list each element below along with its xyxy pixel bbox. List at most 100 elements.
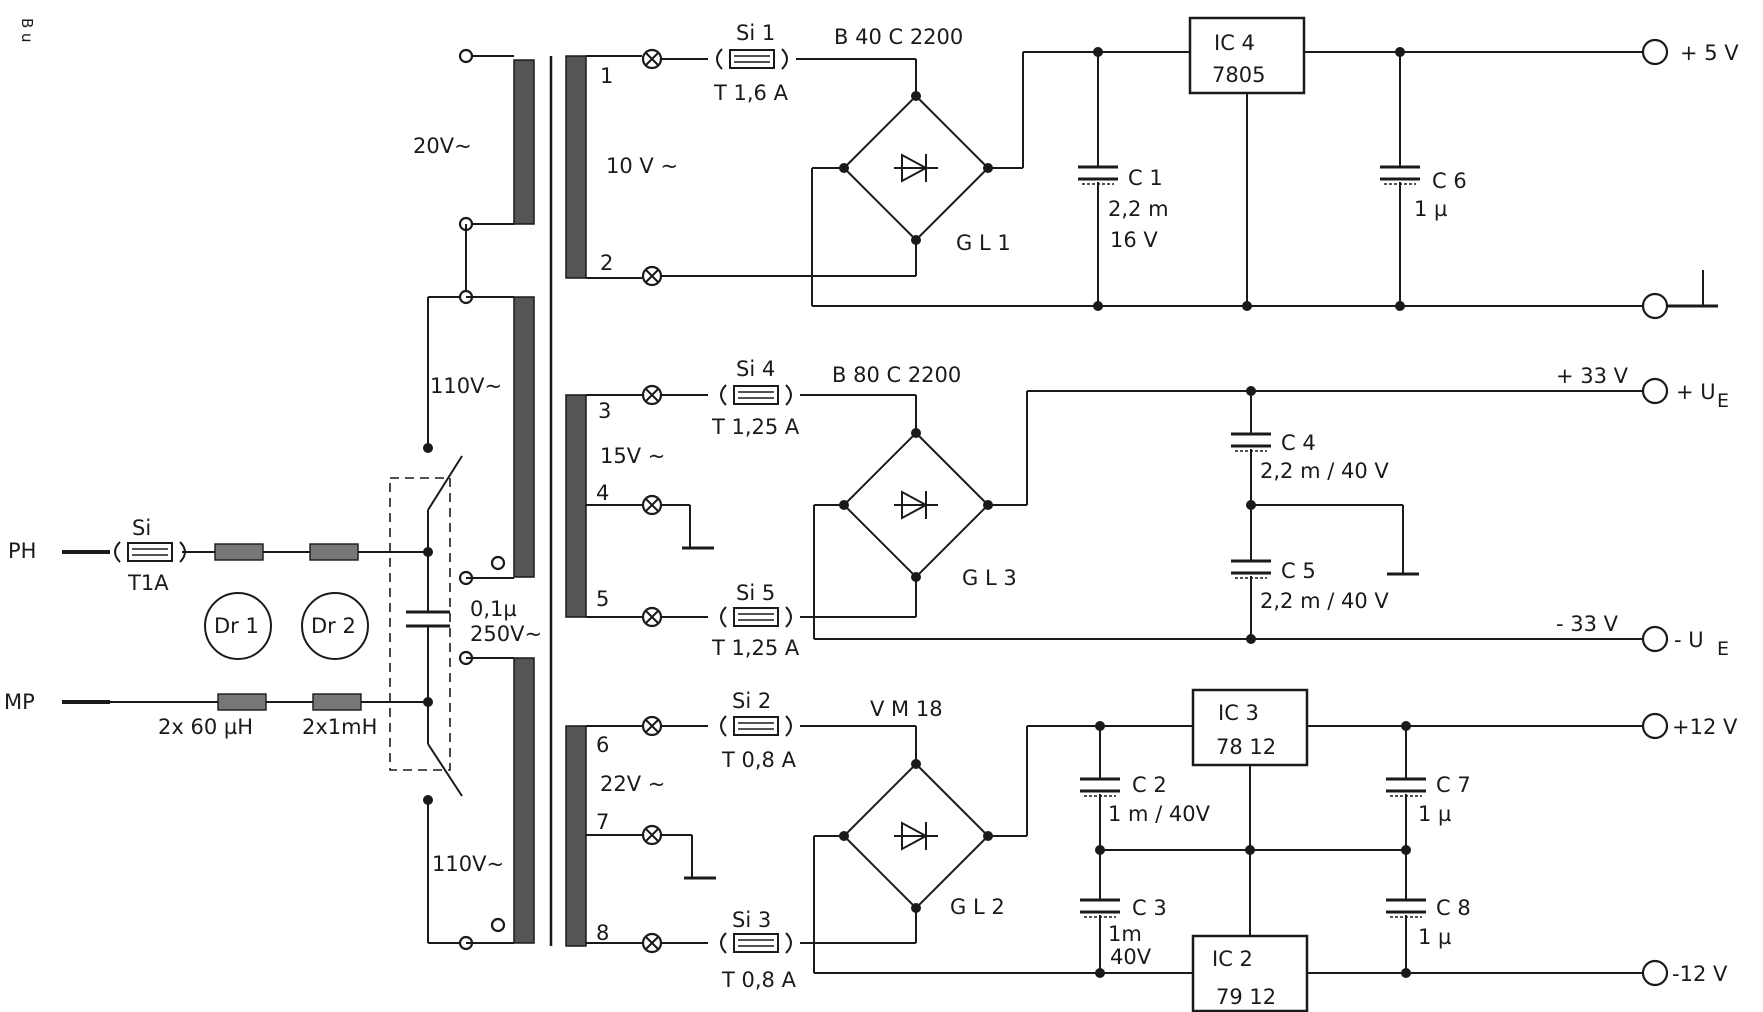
capacitor-c3-value: 1m	[1108, 922, 1142, 946]
capacitor-c6	[1378, 165, 1422, 186]
terminal-minus12v	[1641, 959, 1669, 987]
primary-winding-110v-top	[513, 296, 535, 578]
fuse-si4-label: Si 4	[736, 357, 775, 381]
pin-8: 8	[596, 921, 609, 945]
output-plus5v-label: + 5 V	[1680, 41, 1739, 65]
pin-1: 1	[600, 64, 613, 88]
capacitor-c3-voltage: 40V	[1110, 945, 1152, 969]
rectifier-gl3-type: B 80 C 2200	[832, 363, 961, 387]
capacitor-c6-name: C 6	[1432, 169, 1467, 193]
regulator-ic3-name: IC 3	[1218, 701, 1259, 725]
regulator-ic3	[1191, 688, 1309, 767]
pin-2: 2	[600, 251, 613, 275]
fuse-si3-rating: T 0,8 A	[721, 968, 797, 992]
capacitor-c3-name: C 3	[1132, 896, 1167, 920]
capacitor-c2	[1078, 777, 1122, 798]
capacitor-c4-name: C 4	[1281, 431, 1316, 455]
switch-contact-upper	[427, 455, 463, 511]
choke-dr2-neutral	[312, 693, 362, 711]
capacitor-c1-value: 2,2 m	[1108, 197, 1169, 221]
winding-110v-top-label: 110V~	[430, 374, 502, 398]
capacitor-c4	[1229, 432, 1273, 453]
pin-5: 5	[596, 587, 609, 611]
winding-110v-bottom-label: 110V~	[432, 852, 504, 876]
secondary-winding-10v	[565, 55, 587, 279]
fuse-si2	[720, 715, 792, 737]
capacitor-c2-name: C 2	[1132, 773, 1167, 797]
fuse-si3-label: Si 3	[732, 908, 771, 932]
choke-dr1-marker	[204, 592, 272, 660]
pin-7: 7	[596, 810, 609, 834]
capacitor-c7-name: C 7	[1436, 773, 1471, 797]
choke-dr1-neutral	[217, 693, 267, 711]
pin-6: 6	[596, 733, 609, 757]
capacitor-c1-voltage: 16 V	[1110, 228, 1158, 252]
tap-20v-label: 20V~	[413, 134, 472, 158]
regulator-ic2-part: 79 12	[1216, 985, 1276, 1009]
bridge-gl3	[838, 427, 994, 583]
capacitor-c2-value: 1 m / 40V	[1108, 802, 1211, 826]
secondary-winding-22v	[565, 725, 587, 947]
regulator-ic4	[1188, 16, 1306, 95]
fuse-si2-label: Si 2	[732, 689, 771, 713]
regulator-ic4-name: IC 4	[1214, 31, 1255, 55]
capacitor-c3	[1078, 898, 1122, 919]
rectifier-gl1-name: G L 1	[956, 231, 1011, 255]
x-cap-value: 0,1µ	[470, 597, 517, 621]
rail-minus33-label: - 33 V	[1556, 612, 1619, 636]
capacitor-c8-value: 1 µ	[1418, 925, 1451, 949]
rail-plus33-label: + 33 V	[1556, 364, 1629, 388]
capacitor-c4-value: 2,2 m / 40 V	[1260, 459, 1389, 483]
capacitor-c1-name: C 1	[1128, 166, 1163, 190]
capacitor-c7-value: 1 µ	[1418, 802, 1451, 826]
phase-label: PH	[8, 539, 36, 563]
pin-3: 3	[598, 399, 611, 423]
choke1-value: 2x 60 µH	[158, 715, 253, 739]
secondary-22v-label: 22V ~	[600, 772, 665, 796]
fuse-si5	[720, 606, 792, 628]
secondary-10v-label: 10 V ~	[606, 154, 678, 178]
rectifier-gl2-type: V M 18	[870, 697, 943, 721]
output-minus-ue-sub: E	[1717, 638, 1729, 660]
fuse-si1-rating: T 1,6 A	[713, 81, 789, 105]
fuse-si5-label: Si 5	[736, 581, 775, 605]
pin-4: 4	[596, 481, 609, 505]
section-12v: 6 7 8 22V ~ Si 2 T 0,8 A Si 3 T 0,8 A V …	[565, 688, 1738, 1012]
fuse-si2-rating: T 0,8 A	[721, 748, 797, 772]
fuse-si1-label: Si 1	[736, 21, 775, 45]
regulator-ic3-part: 78 12	[1216, 735, 1276, 759]
output-minus-ue-label: - U	[1674, 628, 1704, 652]
terminal-minus-ue	[1641, 625, 1669, 653]
capacitor-c5	[1229, 559, 1273, 580]
capacitor-c7	[1384, 777, 1428, 798]
x-cap-voltage: 250V~	[470, 622, 542, 646]
terminal-plus12v	[1641, 712, 1669, 740]
rectifier-gl1-type: B 40 C 2200	[834, 25, 963, 49]
choke2-value: 2x1mH	[302, 715, 377, 739]
mains-switch-frame	[389, 477, 451, 771]
input-fuse-label: Si	[132, 516, 151, 540]
secondary-15v-label: 15V ~	[600, 444, 665, 468]
neutral-label: MP	[4, 690, 35, 714]
section-33v: 3 4 5 15V ~ Si 4 T 1,25 A Si 5 T 1,25 A …	[565, 357, 1729, 660]
fuse-si5-rating: T 1,25 A	[711, 636, 800, 660]
capacitor-c5-name: C 5	[1281, 559, 1316, 583]
bridge-gl2	[838, 758, 994, 914]
primary-winding-20v	[513, 59, 535, 225]
terminal-ground	[1641, 292, 1669, 320]
output-minus12v-label: -12 V	[1672, 962, 1728, 986]
choke-dr2-label: Dr 2	[311, 614, 356, 638]
fuse-si4-rating: T 1,25 A	[711, 415, 800, 439]
terminal-plus-ue	[1641, 377, 1669, 405]
choke-dr1-phase	[214, 543, 264, 561]
rectifier-gl2-name: G L 2	[950, 895, 1005, 919]
corner-mark: B u	[18, 18, 36, 43]
secondary-winding-15v	[565, 394, 587, 618]
input-fuse-rating: T1A	[127, 571, 169, 595]
fuse-si1	[716, 48, 788, 70]
terminal-plus5v	[1641, 38, 1669, 66]
rectifier-gl3-name: G L 3	[962, 566, 1017, 590]
regulator-ic2-name: IC 2	[1212, 947, 1253, 971]
input-fuse	[114, 541, 186, 563]
